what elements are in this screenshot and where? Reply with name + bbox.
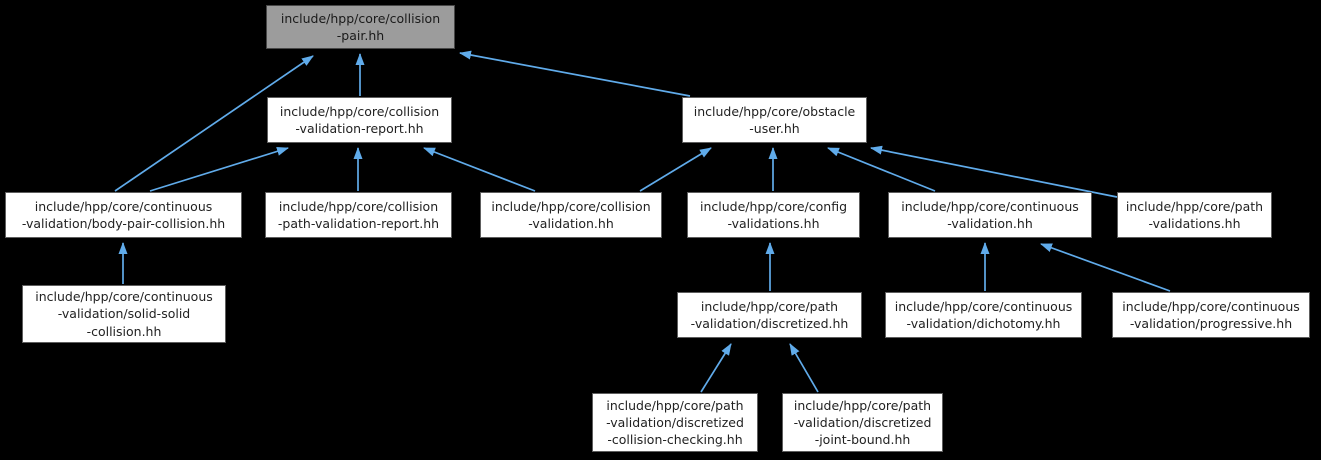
graph-node-label: include/hpp/core/collision -path-validat… <box>277 198 440 231</box>
graph-node-discretized-joint-bound[interactable]: include/hpp/core/path -validation/discre… <box>782 393 943 452</box>
graph-node-collision-pair[interactable]: include/hpp/core/collision -pair.hh <box>266 5 455 49</box>
edge-progressive-to-continuous-validation <box>1040 243 1171 292</box>
graph-node-discretized[interactable]: include/hpp/core/path -validation/discre… <box>677 292 862 338</box>
graph-node-continuous-validation[interactable]: include/hpp/core/continuous -validation.… <box>888 192 1092 238</box>
graph-node-label: include/hpp/core/continuous -validation/… <box>21 198 226 231</box>
graph-node-label: include/hpp/core/continuous -validation/… <box>1122 298 1300 331</box>
graph-node-label: include/hpp/core/path -validation/discre… <box>606 397 744 448</box>
graph-node-label: include/hpp/core/collision -validation-r… <box>279 103 440 136</box>
graph-node-label: include/hpp/core/config -validations.hh <box>699 198 848 231</box>
graph-node-config-validations[interactable]: include/hpp/core/config -validations.hh <box>687 192 860 238</box>
graph-node-label: include/hpp/core/obstacle -user.hh <box>693 103 856 136</box>
graph-node-label: include/hpp/core/continuous -validation.… <box>901 198 1079 231</box>
graph-node-path-validations[interactable]: include/hpp/core/path -validations.hh <box>1117 192 1272 238</box>
edge-body-pair-collision-to-collision-pair <box>114 55 314 192</box>
graph-node-collision-validation[interactable]: include/hpp/core/collision -validation.h… <box>480 192 662 238</box>
graph-node-body-pair-collision[interactable]: include/hpp/core/continuous -validation/… <box>5 192 242 238</box>
graph-node-progressive[interactable]: include/hpp/core/continuous -validation/… <box>1112 292 1310 338</box>
edge-body-pair-collision-to-collision-validation-report <box>149 146 289 192</box>
graph-node-collision-path-validation-report[interactable]: include/hpp/core/collision -path-validat… <box>265 192 452 238</box>
graph-node-label: include/hpp/core/continuous -validation/… <box>35 289 213 339</box>
graph-node-label: include/hpp/core/collision -pair.hh <box>280 10 441 43</box>
graph-node-obstacle-user[interactable]: include/hpp/core/obstacle -user.hh <box>682 97 867 143</box>
graph-node-solid-solid-collision[interactable]: include/hpp/core/continuous -validation/… <box>22 285 226 343</box>
edge-continuous-validation-to-obstacle-user <box>827 147 936 192</box>
edge-collision-validation-to-obstacle-user <box>639 147 712 192</box>
graph-node-collision-validation-report[interactable]: include/hpp/core/collision -validation-r… <box>267 97 452 143</box>
graph-node-label: include/hpp/core/continuous -validation/… <box>894 298 1073 331</box>
graph-node-label: include/hpp/core/path -validation/discre… <box>793 397 932 448</box>
graph-node-discretized-collision-checking[interactable]: include/hpp/core/path -validation/discre… <box>592 393 758 452</box>
graph-node-label: include/hpp/core/path -validation/discre… <box>690 298 849 331</box>
edge-discretized-joint-bound-to-discretized <box>789 343 819 393</box>
edge-obstacle-user-to-collision-pair <box>459 50 691 97</box>
graph-node-label: include/hpp/core/collision -validation.h… <box>491 198 651 231</box>
edge-collision-validation-to-collision-validation-report <box>423 147 536 192</box>
edge-discretized-collision-checking-to-discretized <box>700 343 732 393</box>
graph-node-label: include/hpp/core/path -validations.hh <box>1125 198 1264 231</box>
graph-node-dichotomy[interactable]: include/hpp/core/continuous -validation/… <box>885 292 1082 338</box>
edge-path-validations-to-obstacle-user <box>870 145 1118 198</box>
